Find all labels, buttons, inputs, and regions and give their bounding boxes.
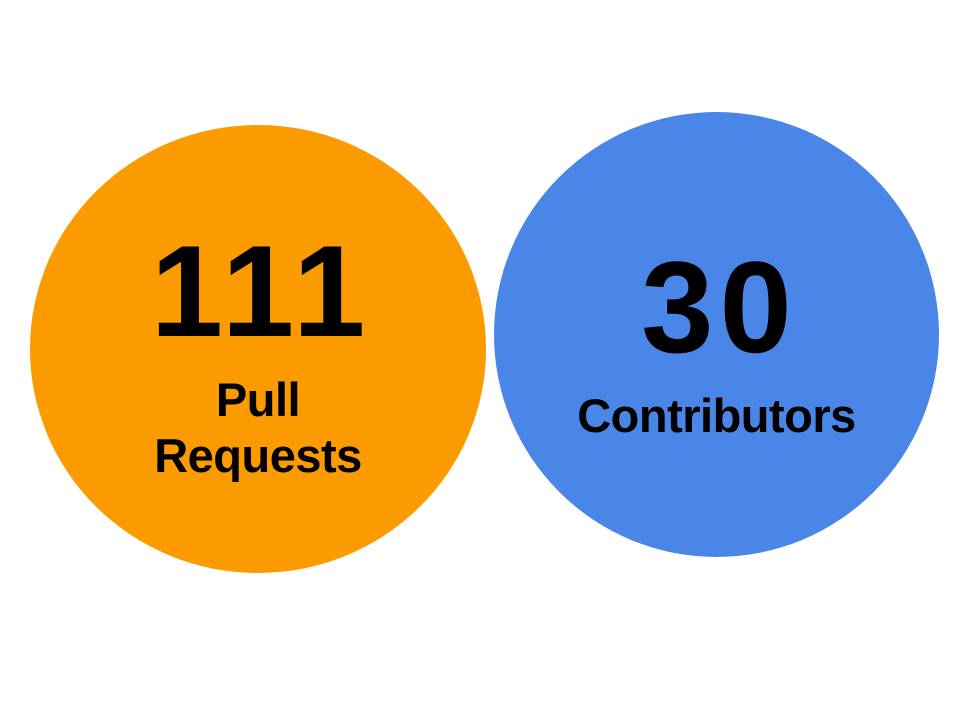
pull-requests-content: 111 Pull Requests bbox=[30, 131, 486, 579]
contributors-content: 30 Contributors bbox=[494, 121, 939, 566]
pull-requests-label: Pull Requests bbox=[154, 372, 362, 485]
contributors-value: 30 bbox=[641, 234, 798, 381]
pull-requests-label-line-1: Pull bbox=[215, 372, 301, 426]
pull-requests-circle: 111 Pull Requests bbox=[30, 125, 486, 573]
pull-requests-label-line-2: Requests bbox=[154, 429, 362, 482]
contributors-circle: 30 Contributors bbox=[494, 112, 939, 557]
pull-requests-value: 111 bbox=[150, 217, 372, 364]
contributors-label: Contributors bbox=[577, 388, 856, 444]
contributors-label-line-1: Contributors bbox=[577, 389, 856, 443]
